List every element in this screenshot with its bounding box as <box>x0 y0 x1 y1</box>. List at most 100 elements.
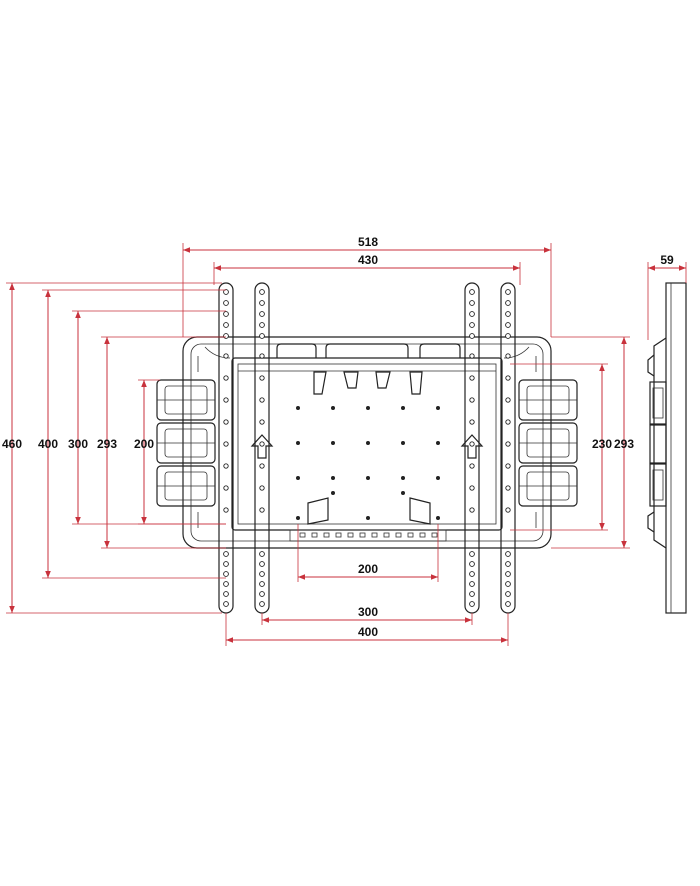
rail-hole <box>223 300 229 306</box>
plate-holes <box>296 406 440 538</box>
plate-hole <box>366 406 370 410</box>
rail-slot <box>395 532 402 538</box>
rail-hole <box>259 561 265 567</box>
rail-hole <box>505 322 511 328</box>
rail-hole <box>505 289 511 295</box>
rail-hole <box>259 353 265 359</box>
plate-hole <box>331 441 335 445</box>
rail-hole <box>259 485 265 491</box>
rail-hole <box>469 311 475 317</box>
rail-hole <box>223 322 229 328</box>
label-59: 59 <box>660 253 674 267</box>
rail-hole <box>259 441 265 447</box>
rail-hole <box>223 419 229 425</box>
plate-hole <box>436 516 440 520</box>
rail-slot <box>299 532 306 538</box>
rail-hole <box>259 289 265 295</box>
vertical-rail <box>464 282 480 614</box>
vertical-rail <box>254 282 270 614</box>
label-200-bottom: 200 <box>358 562 378 576</box>
rail-hole <box>469 353 475 359</box>
plate-hole <box>366 516 370 520</box>
rail-hole <box>223 397 229 403</box>
rail-hole <box>223 601 229 607</box>
rail-hole <box>505 571 511 577</box>
label-200-left: 200 <box>134 437 154 451</box>
rail-slot <box>359 532 366 538</box>
rail-hole <box>505 397 511 403</box>
rail-hole <box>505 463 511 469</box>
rail-slot <box>419 532 426 538</box>
rail-hole <box>505 375 511 381</box>
vesa-plate <box>231 343 503 542</box>
plate-hole <box>296 476 300 480</box>
vertical-rail <box>218 282 234 614</box>
label-430: 430 <box>358 253 378 267</box>
rail-hole <box>259 419 265 425</box>
rail-hole <box>469 507 475 513</box>
label-400-left: 400 <box>38 437 58 451</box>
plate-hole <box>366 476 370 480</box>
rail-hole <box>505 441 511 447</box>
rail-hole <box>259 463 265 469</box>
rail-hole <box>259 333 265 339</box>
rail-hole <box>469 441 475 447</box>
rail-slot <box>347 532 354 538</box>
rail-hole <box>223 551 229 557</box>
plate-hole <box>401 406 405 410</box>
rail-hole <box>223 485 229 491</box>
rail-hole <box>223 561 229 567</box>
rail-hole <box>469 463 475 469</box>
plate-hole <box>401 476 405 480</box>
rail-hole <box>505 485 511 491</box>
rail-hole <box>505 581 511 587</box>
plate-hole <box>366 441 370 445</box>
rail-slot <box>371 532 378 538</box>
rail-hole <box>223 441 229 447</box>
rail-hole <box>505 300 511 306</box>
rail-slot <box>383 532 390 538</box>
rail-hole <box>469 571 475 577</box>
rail-hole <box>469 581 475 587</box>
label-293-left: 293 <box>97 437 117 451</box>
rail-hole <box>223 375 229 381</box>
rail-hole <box>505 561 511 567</box>
plate-hole <box>331 406 335 410</box>
plate-hole <box>436 406 440 410</box>
rail-hole <box>469 333 475 339</box>
rail-hole <box>259 601 265 607</box>
rail-hole <box>223 353 229 359</box>
side-view <box>647 282 687 614</box>
right-arm-assembly <box>518 379 578 507</box>
plate-hole <box>436 441 440 445</box>
plate-hole <box>436 476 440 480</box>
rail-hole <box>223 581 229 587</box>
vertical-rail <box>500 282 516 614</box>
up-arrow-icon <box>460 434 484 459</box>
plate-hole <box>331 491 335 495</box>
dimension-labels: 518 430 59 460 400 300 293 200 230 293 2… <box>2 235 674 639</box>
rail-hole <box>469 591 475 597</box>
label-293-right: 293 <box>614 437 634 451</box>
rail-hole <box>469 397 475 403</box>
rail-hole <box>223 311 229 317</box>
rail-hole <box>259 397 265 403</box>
rail-hole <box>259 581 265 587</box>
rail-slot <box>311 532 318 538</box>
rail-slot <box>335 532 342 538</box>
dimension-lines <box>6 243 687 646</box>
rail-hole <box>259 551 265 557</box>
rail-hole <box>505 419 511 425</box>
plate-hole <box>296 406 300 410</box>
rail-hole <box>505 507 511 513</box>
label-460: 460 <box>2 437 22 451</box>
left-arm-assembly <box>156 379 216 507</box>
vertical-rails <box>218 282 516 614</box>
label-518: 518 <box>358 235 378 249</box>
rail-hole <box>469 485 475 491</box>
rail-hole <box>223 591 229 597</box>
rail-hole <box>469 289 475 295</box>
rail-slot <box>431 532 438 538</box>
rail-hole <box>505 601 511 607</box>
